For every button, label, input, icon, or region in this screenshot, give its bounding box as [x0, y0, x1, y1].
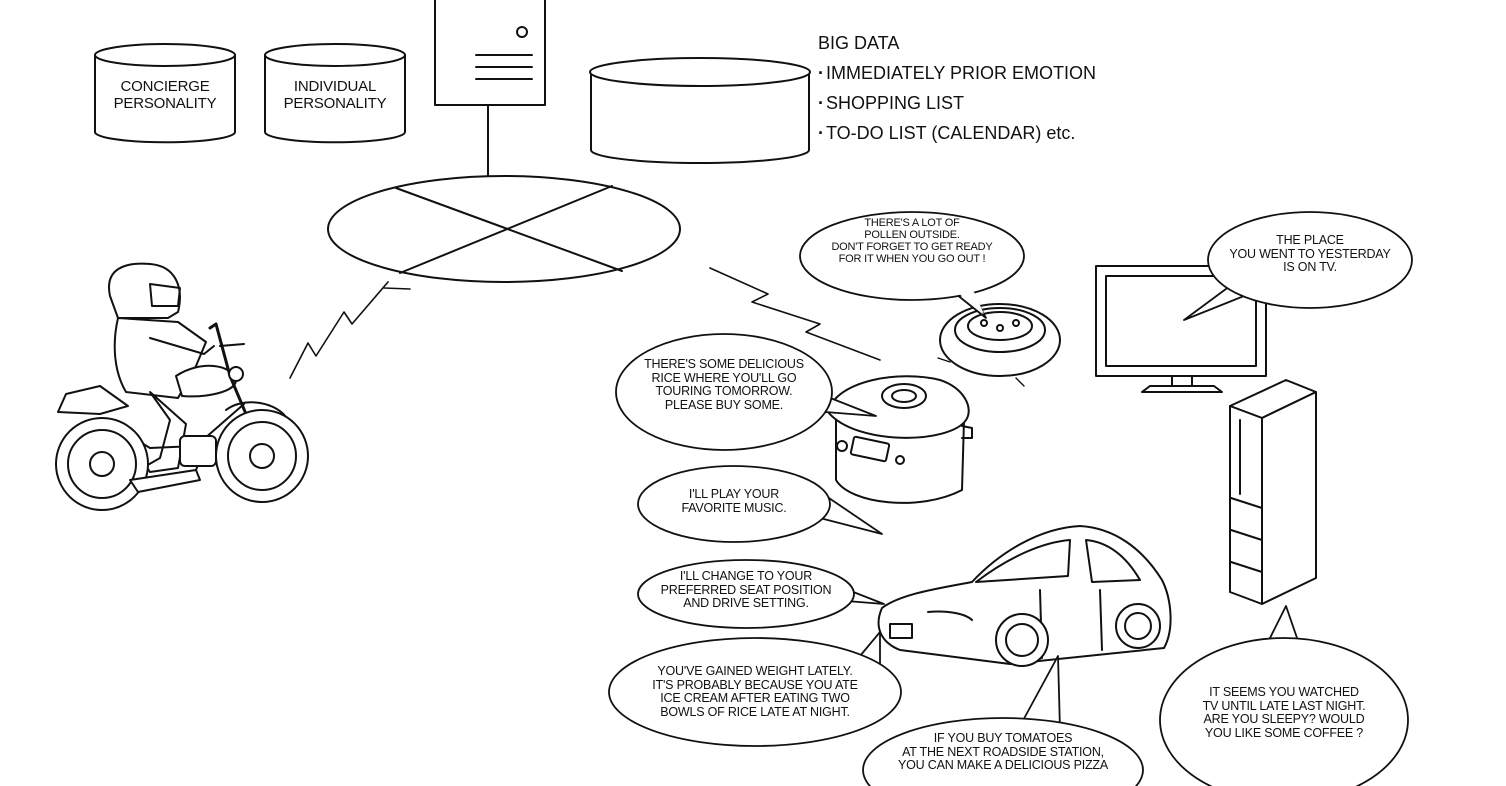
tomatoes-speech-bubble: [862, 655, 1144, 786]
music-message: I'LL PLAY YOUR FAVORITE MUSIC.: [681, 487, 787, 515]
seat-message: I'LL CHANGE TO YOUR PREFERRED SEAT POSIT…: [660, 569, 832, 610]
motorcycle-rider-icon: [55, 262, 309, 511]
speech-bubbles: [608, 211, 1413, 786]
weight-speech-bubble: [608, 631, 902, 747]
network-icon: [327, 175, 681, 283]
big-data-item: IMMEDIATELY PRIOR EMOTION: [818, 58, 1096, 88]
refrigerator-icon: [1229, 379, 1317, 605]
robot-vacuum-speech-bubble: [799, 211, 1025, 319]
wireless-signal-icon: [289, 267, 881, 379]
server-icon: [434, 0, 546, 179]
robot-vacuum-icon: [937, 303, 1061, 387]
big-data-item: TO-DO LIST (CALENDAR) etc.: [818, 118, 1096, 148]
weight-message: YOU'VE GAINED WEIGHT LATELY. IT'S PROBAB…: [652, 664, 858, 719]
concierge-personality-label: CONCIERGE PERSONALITY: [113, 78, 217, 113]
individual-personality-database-icon: [264, 43, 406, 144]
car-icon: [877, 525, 1172, 667]
robot-vacuum-message: THERE'S A LOT OF POLLEN OUTSIDE. DON'T F…: [831, 217, 993, 265]
big-data-title: BIG DATA: [818, 33, 900, 53]
tomatoes-message: IF YOU BUY TOMATOES AT THE NEXT ROADSIDE…: [897, 731, 1109, 772]
rice-cooker-speech-bubble: [615, 333, 877, 451]
rice-cooker-icon: [827, 375, 973, 504]
coffee-speech-bubble: [1159, 605, 1409, 786]
big-data-item: SHOPPING LIST: [818, 88, 1096, 118]
tv-speech-bubble: [1183, 211, 1413, 321]
coffee-message: IT SEEMS YOU WATCHED TV UNTIL LATE LAST …: [1202, 685, 1366, 740]
big-data-list: BIG DATA IMMEDIATELY PRIOR EMOTION SHOPP…: [818, 28, 1096, 148]
individual-personality-label: INDIVIDUAL PERSONALITY: [283, 78, 387, 113]
concierge-personality-database-icon: [94, 43, 236, 144]
big-data-database-icon: [589, 57, 811, 164]
seat-speech-bubble: [637, 559, 885, 629]
rice-cooker-message: THERE'S SOME DELICIOUS RICE WHERE YOU'LL…: [644, 357, 804, 412]
music-speech-bubble: [637, 465, 883, 543]
tv-message: THE PLACE YOU WENT TO YESTERDAY IS ON TV…: [1229, 233, 1391, 274]
